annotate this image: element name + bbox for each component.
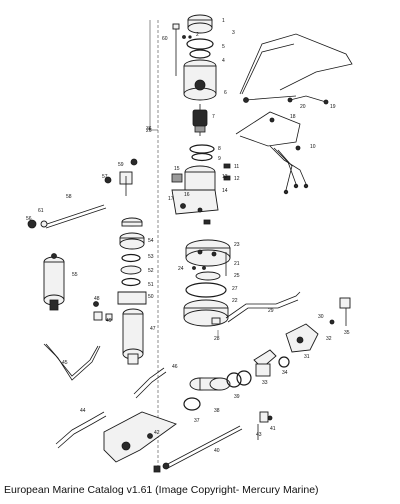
- valve-body-part: [285, 297, 351, 353]
- part-label: 14: [222, 188, 228, 194]
- part-label: 36: [146, 126, 152, 132]
- part-label: 31: [304, 354, 310, 360]
- part-label: 7: [212, 114, 215, 120]
- part-label: 1: [222, 18, 225, 24]
- part-label: 13: [222, 174, 228, 180]
- part-label: 24: [178, 266, 184, 272]
- part-label: 26: [146, 128, 152, 134]
- part-label: 53: [148, 254, 154, 260]
- part-label: 17: [168, 196, 174, 202]
- part-label: 52: [148, 268, 154, 274]
- part-label: 49: [106, 318, 112, 324]
- part-label: 11: [234, 164, 239, 170]
- exploded-parts-diagram: 1 2 3 4 5 6 7 8 9 10 11 12 13 14 15 16 1…: [26, 14, 353, 473]
- part-label: 55: [72, 272, 78, 278]
- part-label: 23: [234, 242, 240, 248]
- part-label: 27: [232, 286, 238, 292]
- o-ring-part: [191, 152, 213, 162]
- part-label: 25: [234, 273, 240, 279]
- hydraulic-tube-part: [43, 343, 99, 377]
- part-label: 2: [196, 32, 199, 38]
- part-label: 61: [38, 208, 44, 214]
- trim-cylinder-part: [122, 308, 144, 365]
- part-number-labels: 1 2 3 4 5 6 7 8 9 10 11 12 13 14 15 16 1…: [26, 18, 350, 454]
- tilt-ram-part: [183, 370, 252, 411]
- part-label: 35: [344, 330, 350, 336]
- fitting-part: [93, 311, 103, 321]
- motor-housing-part: [183, 59, 217, 101]
- part-label: 40: [214, 448, 220, 454]
- part-label: 57: [102, 174, 108, 180]
- part-label: 59: [118, 162, 124, 168]
- part-label: 9: [218, 156, 221, 162]
- part-label: 8: [218, 146, 221, 152]
- screw-part: [223, 175, 231, 181]
- screw-part: [203, 219, 211, 225]
- part-label: 37: [194, 418, 200, 424]
- part-label: 22: [232, 298, 238, 304]
- reservoir-disc-part: [119, 217, 145, 250]
- part-label: 16: [184, 192, 190, 198]
- fitting-part: [93, 301, 99, 307]
- hydraulic-line-part: [225, 291, 301, 319]
- pivot-rod-part: [27, 158, 138, 229]
- part-label: 51: [148, 282, 154, 288]
- part-label: 15: [174, 166, 180, 172]
- screw-part: [223, 163, 231, 169]
- part-label: 48: [94, 296, 100, 302]
- fitting-part: [153, 465, 161, 473]
- armature-part: [192, 104, 208, 136]
- part-label: 21: [234, 261, 240, 267]
- pump-body-part: [171, 165, 219, 215]
- part-label: 4: [222, 58, 225, 64]
- part-label: 19: [330, 104, 336, 110]
- part-label: 20: [300, 104, 306, 110]
- part-label: 5: [222, 44, 225, 50]
- part-label: 44: [80, 408, 86, 414]
- o-ring-part: [189, 144, 215, 154]
- fitting-part: [267, 415, 273, 421]
- part-label: 12: [234, 176, 240, 182]
- hydraulic-tube-part: [55, 411, 105, 445]
- wiring-harness-part: [235, 33, 353, 195]
- part-label: 28: [214, 336, 220, 342]
- part-label: 47: [150, 326, 156, 332]
- part-label: 39: [234, 394, 240, 400]
- pivot-shaft-part: [163, 425, 241, 467]
- part-label: 29: [268, 308, 274, 314]
- part-label: 3: [232, 30, 235, 36]
- valve-stack-part: [117, 253, 147, 305]
- fitting-part: [259, 411, 269, 423]
- part-label: 50: [148, 294, 154, 300]
- part-label: 10: [310, 144, 316, 150]
- tilt-cylinder-part: [43, 253, 65, 311]
- piston-shaft-part: [253, 349, 290, 377]
- hydraulic-tube-part: [133, 367, 165, 395]
- mounting-bracket-part: [103, 411, 177, 463]
- part-label: 56: [26, 216, 32, 222]
- part-label: 42: [154, 430, 160, 436]
- part-label: 32: [326, 336, 332, 342]
- part-label: 60: [162, 36, 168, 42]
- part-label: 18: [290, 114, 296, 120]
- part-label: 45: [62, 360, 68, 366]
- top-cap-part: [182, 14, 214, 59]
- fitting-part: [105, 313, 113, 321]
- part-label: 33: [262, 380, 268, 386]
- part-label: 41: [270, 426, 276, 432]
- part-label: 43: [256, 432, 262, 438]
- long-bolt-part: [172, 23, 180, 76]
- image-caption: European Marine Catalog v1.61 (Image Cop…: [4, 484, 319, 496]
- part-label: 6: [224, 90, 227, 96]
- part-label: 34: [282, 370, 288, 376]
- part-label: 54: [148, 238, 154, 244]
- part-label: 58: [66, 194, 72, 200]
- pump-assembly-part: [183, 239, 231, 336]
- part-label: 38: [214, 408, 220, 414]
- part-label: 30: [318, 314, 324, 320]
- part-label: 46: [172, 364, 178, 370]
